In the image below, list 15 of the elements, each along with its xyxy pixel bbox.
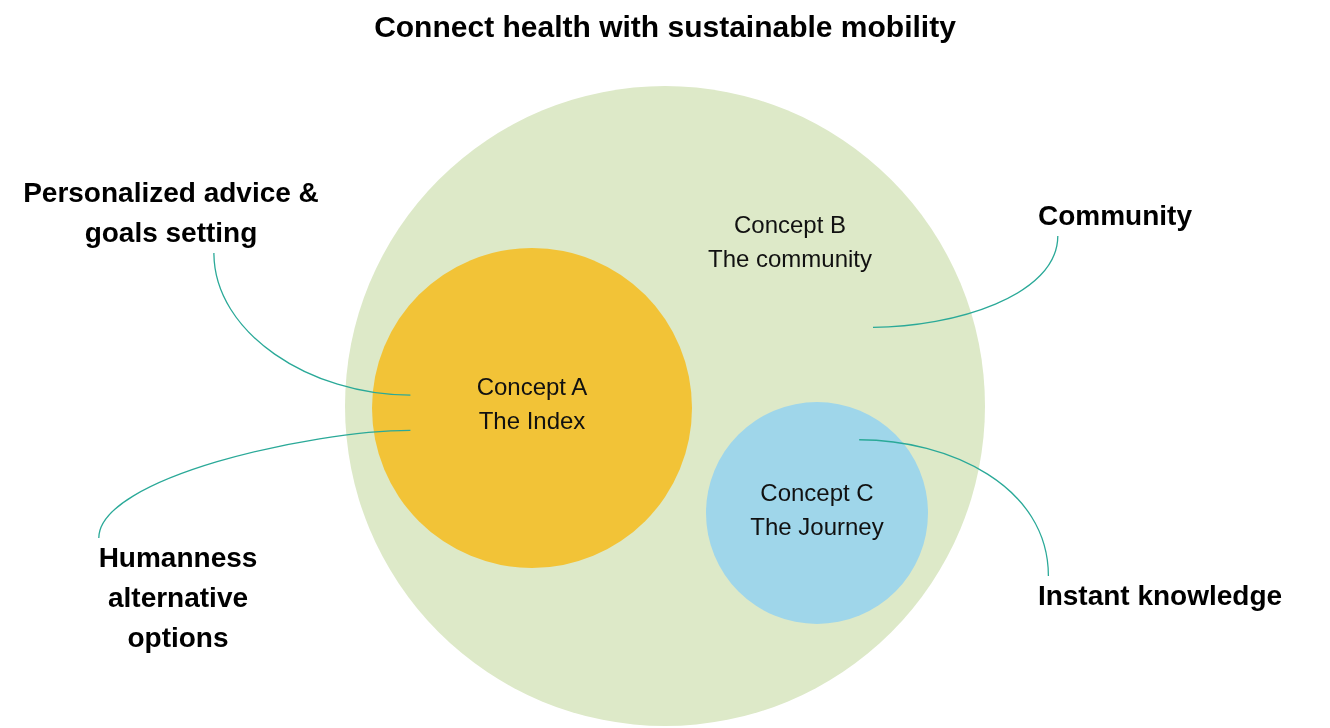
leader-line — [213, 252, 412, 396]
leader-line — [858, 439, 1050, 577]
leader-line — [98, 429, 412, 539]
concept-label: Concept A — [476, 372, 588, 402]
concept-label: Concept B — [733, 210, 847, 240]
feature-label: Personalized advice & goals setting — [22, 176, 320, 250]
concept-label: The community — [707, 244, 873, 274]
concept-label: Concept C — [760, 478, 874, 508]
title: Connect health with sustainable mobility — [374, 9, 956, 45]
feature-label: Humanness alternative options — [97, 541, 259, 655]
concept-label: The Index — [478, 406, 586, 436]
feature-label: Community — [1038, 199, 1192, 233]
feature-label: Instant knowledge — [1037, 579, 1283, 613]
leader-line — [872, 235, 1059, 328]
concept-label: The Journey — [750, 512, 884, 542]
